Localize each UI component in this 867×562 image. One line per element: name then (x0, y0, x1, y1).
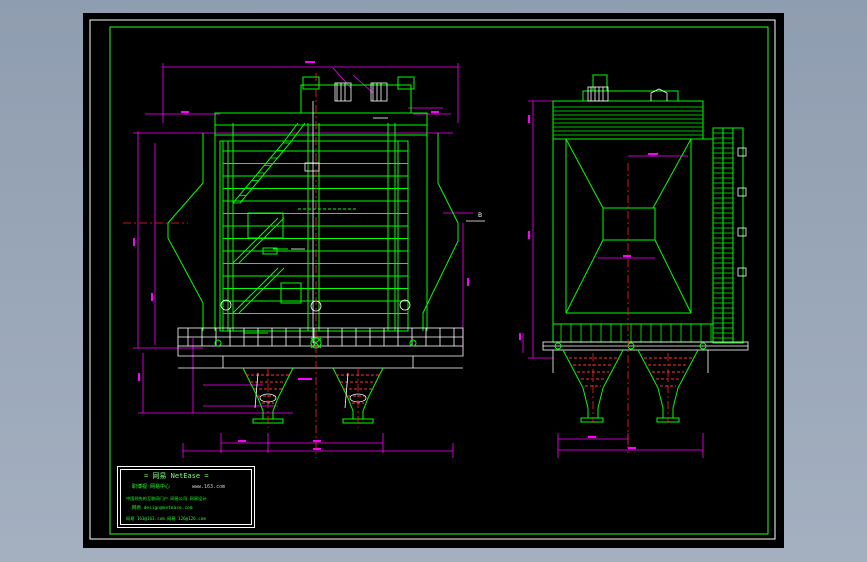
top-equipment (220, 82, 411, 343)
roof-slats (553, 106, 703, 136)
stair-treads (233, 142, 290, 204)
electrode-rows (223, 150, 408, 314)
right-hoppers (554, 342, 707, 423)
title-line2-left: 职博视 网易中心 (132, 484, 171, 490)
side-elevation-view (519, 74, 749, 458)
right-base-support (542, 341, 749, 373)
outer-frame (89, 19, 776, 540)
technical-drawing: B (89, 19, 776, 540)
vertical-rails (232, 123, 396, 331)
title-line2-right: www.163.com (192, 484, 226, 490)
dimension-text-marks (133, 61, 469, 450)
hopper-hatching (246, 374, 380, 404)
front-elevation-view: B (123, 61, 485, 458)
left-casing (167, 76, 459, 332)
inner-frame (109, 26, 769, 535)
title-line3: 中国领先的互联网门户 网易公司 网易设计 (126, 496, 207, 501)
base-grid (560, 324, 712, 342)
base-support-line (177, 346, 464, 369)
side-ladder (713, 132, 733, 339)
title-line5: 网易 163@163.com 网易 126@126.com (126, 516, 206, 521)
title-line4: 网易 design@netease.com (132, 506, 193, 511)
right-centerlines (592, 163, 669, 453)
title-brand: = 网易 NetEase = (144, 472, 209, 480)
base-beam-ticks (187, 328, 455, 346)
left-centerlines (123, 73, 359, 458)
right-dimension-lines (522, 100, 704, 458)
right-equipment (587, 86, 747, 277)
section-marker-b: B (478, 212, 482, 219)
hopper-green-dashes (273, 208, 358, 250)
side-hopper-hatching (569, 357, 692, 387)
title-block-inner (120, 469, 252, 525)
drawing-sheet: B (83, 13, 784, 548)
right-casing (552, 74, 744, 344)
left-dimension-lines (133, 63, 473, 458)
right-dimension-text-marks (519, 115, 658, 449)
title-block: = 网易 NetEase = 职博视 网易中心 www.163.com 中国领先… (117, 466, 255, 528)
base-green-details (214, 332, 417, 349)
